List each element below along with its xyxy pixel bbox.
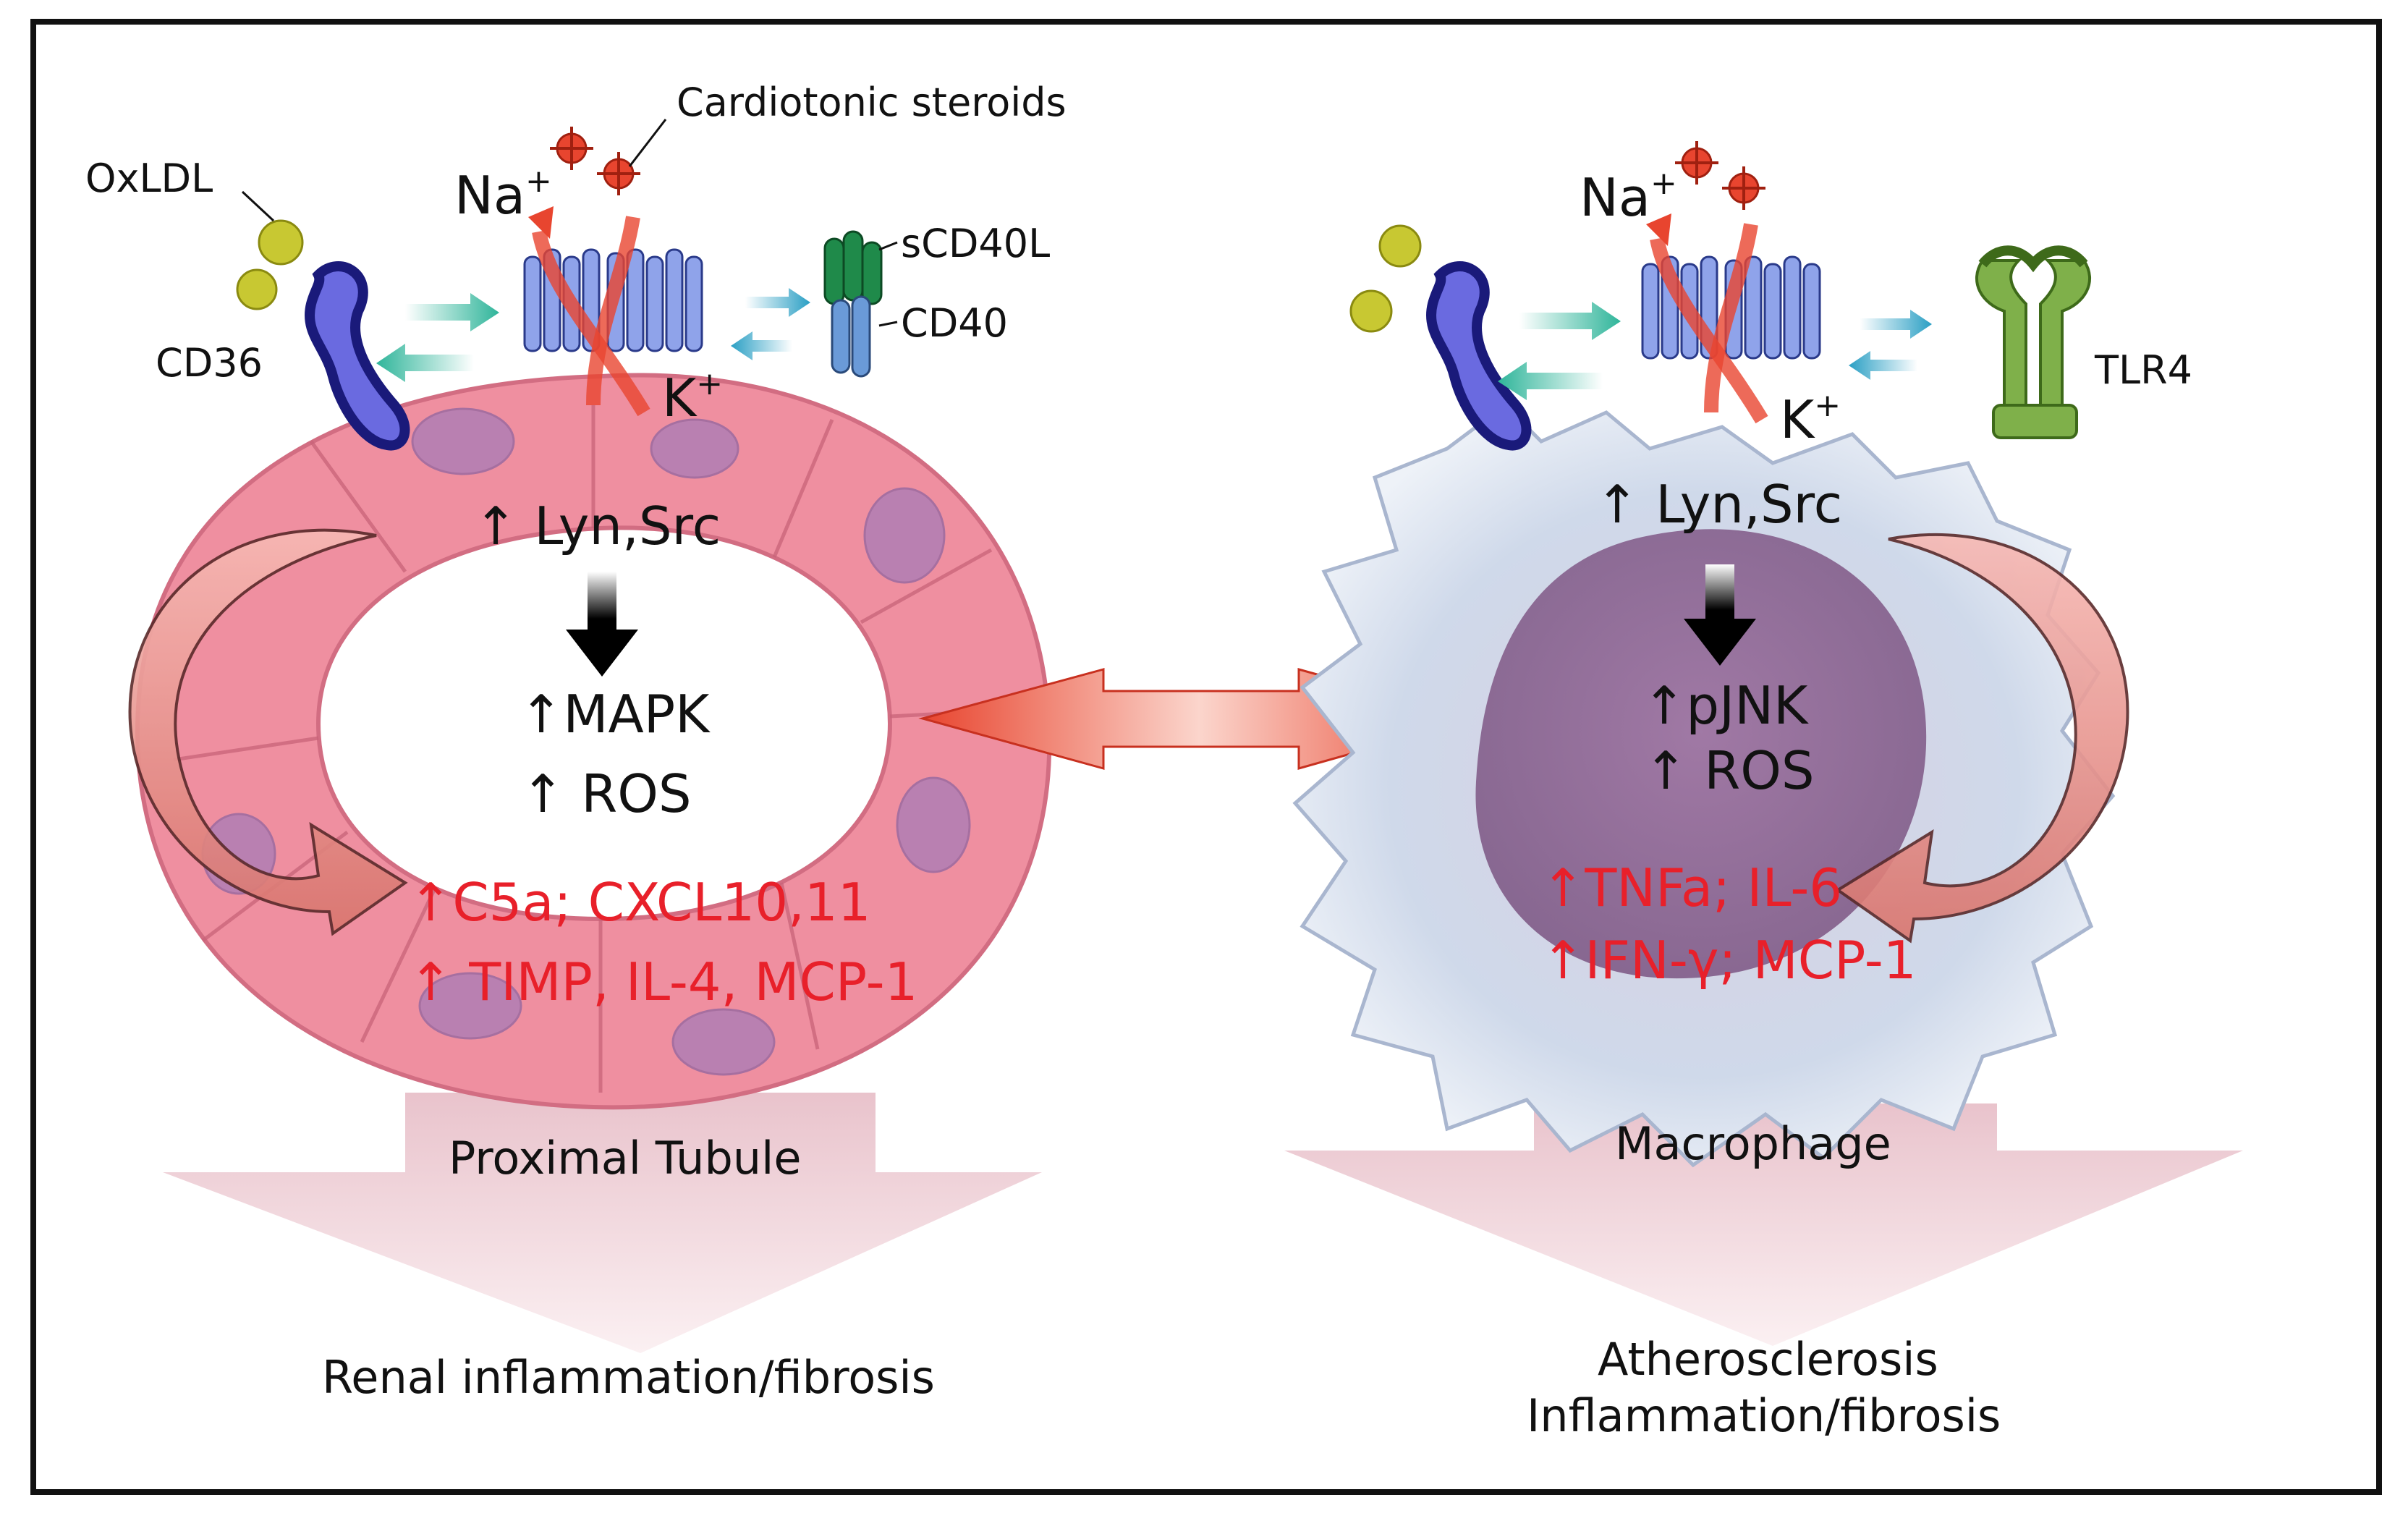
label-mapk: ↑MAPK: [520, 684, 711, 745]
label-cd36: CD36: [156, 340, 263, 386]
label-renal-outcome: Renal inflammation/fibrosis: [322, 1351, 935, 1404]
label-ros-right: ↑ ROS: [1644, 740, 1815, 801]
left-outcome-arrow: [163, 1093, 1042, 1353]
right-tlr4-arrows: [1849, 310, 1932, 380]
cd36-receptor: [305, 261, 410, 451]
label-cytokines-right-1: ↑TNFa; IL-6: [1541, 857, 1842, 918]
label-na-left: Na+: [454, 163, 552, 226]
oxldl-particles: [236, 219, 304, 310]
cd40-complex: [823, 230, 883, 378]
label-proximal-tubule: Proximal Tubule: [449, 1132, 801, 1185]
tlr4-receptor: [1975, 245, 2092, 439]
left-nak-pump: [523, 206, 703, 417]
label-lyn-src-left: ↑ Lyn,Src: [474, 496, 721, 556]
left-teal-arrows: [376, 293, 499, 382]
cardiotonic-steroid-molecules-left: [550, 127, 640, 195]
label-lyn-src-right: ↑ Lyn,Src: [1595, 474, 1842, 535]
right-outcome-arrow: [1284, 1103, 2243, 1346]
cardiotonic-steroid-molecules-right: [1675, 141, 1765, 210]
label-na-right: Na+: [1580, 165, 1677, 228]
label-k-left: K+: [662, 365, 723, 428]
label-right-outcome: Inflammation/fibrosis: [1527, 1389, 2001, 1442]
label-scd40l: sCD40L: [901, 221, 1050, 266]
right-curved-arrow: [1835, 533, 2129, 944]
label-cytokines-left-1: ↑C5a; CXCL10,11: [409, 872, 871, 933]
right-teal-arrows: [1498, 302, 1621, 400]
label-atherosclerosis: Atherosclerosis: [1598, 1333, 1938, 1386]
left-cd40-arrows: [731, 288, 810, 360]
label-ros-left: ↑ ROS: [521, 763, 692, 824]
label-k-right: K+: [1780, 387, 1841, 450]
label-macrophage: Macrophage: [1615, 1117, 1891, 1170]
label-oxldl: OxLDL: [85, 156, 213, 201]
label-pjnk: ↑pJNK: [1642, 675, 1809, 736]
right-black-arrow: [1684, 564, 1756, 666]
label-cardiotonic-steroids: Cardiotonic steroids: [677, 80, 1067, 125]
label-cytokines-left-2: ↑ TIMP, IL-4, MCP-1: [409, 952, 917, 1012]
right-nak-pump: [1641, 213, 1821, 424]
label-cd40: CD40: [901, 300, 1008, 346]
label-tlr4: TLR4: [2094, 347, 2192, 393]
label-cytokines-right-2: ↑IFN-γ; MCP-1: [1541, 930, 1917, 991]
left-curved-arrow: [128, 528, 408, 936]
cd36-receptor-right: [1426, 261, 1532, 451]
oxldl-particles-right: [1349, 224, 1422, 333]
left-black-arrow: [566, 572, 638, 677]
macrophage-cell: [1292, 402, 2116, 1168]
